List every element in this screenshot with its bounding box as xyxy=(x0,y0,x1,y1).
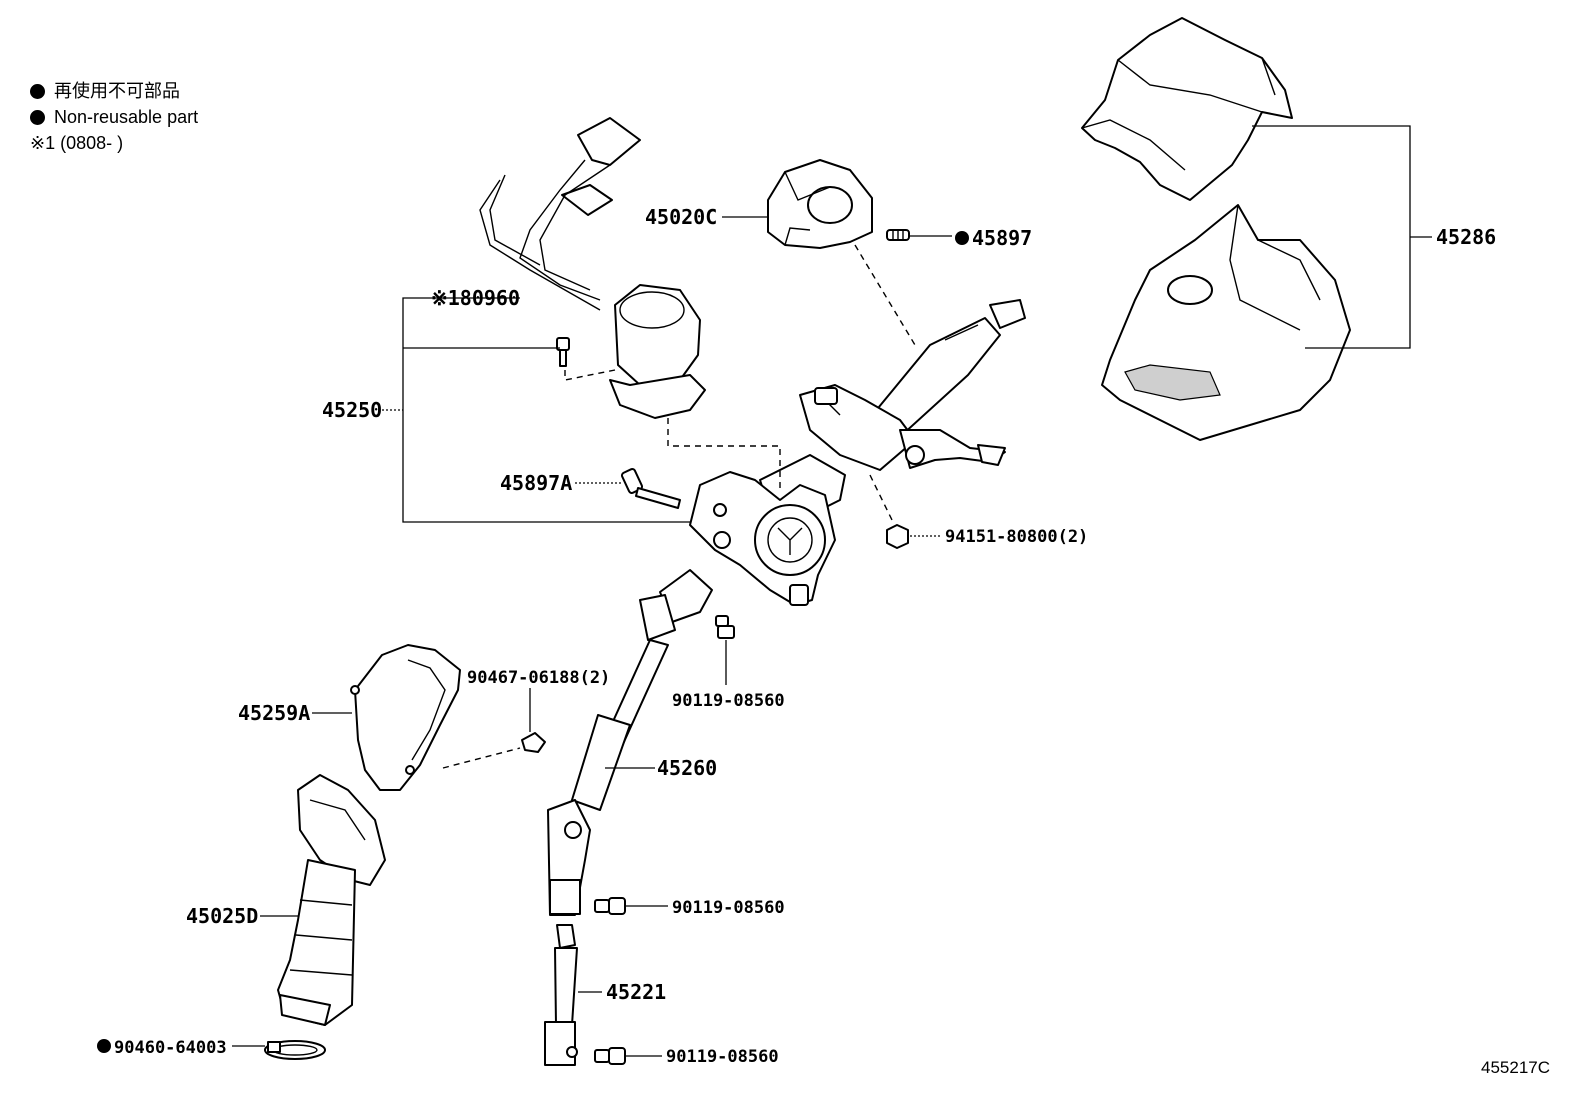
legend-jp-text: 再使用不可部品 xyxy=(54,81,180,101)
label-90460[interactable]: 90460-64003 xyxy=(114,1038,227,1058)
bolt-45897A[interactable] xyxy=(620,468,681,509)
clamp-90460[interactable] xyxy=(264,1040,326,1060)
label-45020C[interactable]: 45020C xyxy=(645,205,717,229)
label-45897A[interactable]: 45897A xyxy=(500,471,572,495)
clip-90467[interactable] xyxy=(521,732,546,753)
column-cover-lower[interactable] xyxy=(1101,204,1351,441)
bolt-90119-c[interactable] xyxy=(594,1047,626,1065)
bolt-80960[interactable] xyxy=(556,337,570,367)
label-45025D[interactable]: 45025D xyxy=(186,904,258,928)
part-45221-shaft[interactable] xyxy=(544,924,578,1066)
non-reusable-dot-icon xyxy=(955,231,969,245)
legend-note-row: ※1 (0808- ) xyxy=(30,130,198,156)
legend-row-en: Non-reusable part xyxy=(30,104,198,130)
label-45259A[interactable]: 45259A xyxy=(238,701,310,725)
label-45250[interactable]: 45250 xyxy=(322,398,382,422)
non-reusable-dot-icon xyxy=(97,1039,111,1053)
label-90119-b[interactable]: 90119-08560 xyxy=(672,898,785,918)
part-45259A-plate[interactable] xyxy=(350,644,461,791)
label-90467[interactable]: 90467-06188(2) xyxy=(467,668,610,688)
legend: 再使用不可部品 Non-reusable part ※1 (0808- ) xyxy=(30,78,198,156)
legend-en-text: Non-reusable part xyxy=(54,107,199,127)
part-45025D-boot[interactable] xyxy=(277,774,386,1026)
part-45260-shaft[interactable] xyxy=(547,569,713,916)
nut-94151[interactable] xyxy=(886,524,909,549)
label-90119-c[interactable]: 90119-08560 xyxy=(666,1047,779,1067)
diagram-reference-code: 455217C xyxy=(1481,1058,1550,1077)
label-45221[interactable]: 45221 xyxy=(606,980,666,1004)
column-lower-housing[interactable] xyxy=(689,471,836,606)
label-94151[interactable]: 94151-80800(2) xyxy=(945,527,1088,547)
legend-note-text: ※1 (0808- ) xyxy=(30,133,124,153)
bolt-90119-b[interactable] xyxy=(594,897,626,915)
label-45260[interactable]: 45260 xyxy=(657,756,717,780)
label-45286[interactable]: 45286 xyxy=(1436,225,1496,249)
bolt-90119-a[interactable] xyxy=(715,615,735,639)
label-45897[interactable]: 45897 xyxy=(972,226,1032,250)
non-reusable-dot-icon xyxy=(30,83,45,99)
part-45020C[interactable] xyxy=(767,159,873,249)
non-reusable-dot-icon xyxy=(30,109,45,125)
column-cover-upper[interactable] xyxy=(1081,17,1293,201)
screw-45897[interactable] xyxy=(886,229,910,241)
part-80960-motor[interactable] xyxy=(479,117,706,419)
label-90119-a[interactable]: 90119-08560 xyxy=(672,691,785,711)
label-80960[interactable]: ※180960 xyxy=(431,286,520,310)
legend-row-jp: 再使用不可部品 xyxy=(30,78,198,104)
